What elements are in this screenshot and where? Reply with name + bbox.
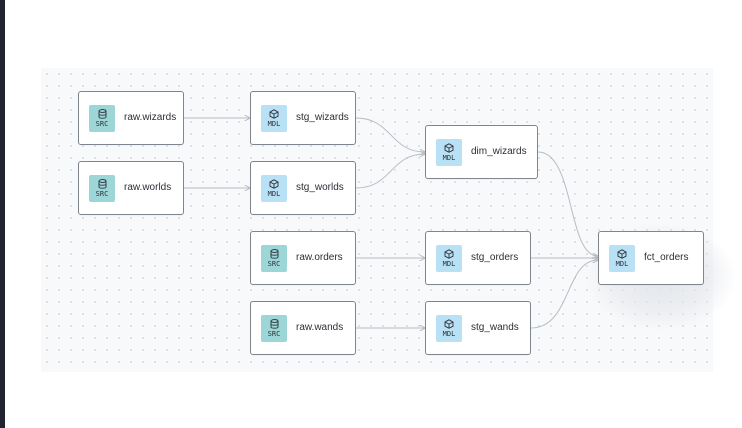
database-icon	[98, 178, 106, 189]
model-badge: MDL	[436, 314, 462, 342]
node-label: stg_wizards	[296, 112, 349, 123]
node-stg-orders[interactable]: MDL stg_orders	[425, 231, 531, 285]
badge-kind: MDL	[442, 259, 456, 268]
badge-kind: MDL	[267, 119, 281, 128]
model-badge: MDL	[436, 138, 462, 166]
node-label: stg_orders	[471, 252, 519, 263]
database-icon	[270, 248, 278, 259]
cube-icon	[617, 248, 627, 259]
left-sidebar-rail	[0, 0, 5, 428]
source-badge: SRC	[89, 104, 115, 132]
node-stg-worlds[interactable]: MDL stg_worlds	[250, 161, 356, 215]
badge-kind: MDL	[267, 189, 281, 198]
badge-kind: SRC	[267, 259, 281, 268]
source-badge: SRC	[261, 314, 287, 342]
node-raw-wands[interactable]: SRC raw.wands	[250, 301, 356, 355]
badge-kind: SRC	[95, 189, 109, 198]
database-icon	[98, 108, 106, 119]
node-fct-orders[interactable]: MDL fct_orders	[598, 231, 704, 285]
node-dim-wizards[interactable]: MDL dim_wizards	[425, 125, 538, 179]
node-label: raw.wizards	[124, 112, 177, 123]
cube-icon	[269, 108, 279, 119]
cube-icon	[444, 142, 454, 153]
badge-kind: SRC	[95, 119, 109, 128]
source-badge: SRC	[261, 244, 287, 272]
node-label: dim_wizards	[471, 146, 527, 157]
node-label: raw.orders	[296, 252, 343, 263]
badge-kind: MDL	[442, 153, 456, 162]
cube-icon	[444, 248, 454, 259]
cube-icon	[444, 318, 454, 329]
badge-kind: MDL	[615, 259, 629, 268]
database-icon	[270, 318, 278, 329]
node-raw-wizards[interactable]: SRC raw.wizards	[78, 91, 184, 145]
node-stg-wands[interactable]: MDL stg_wands	[425, 301, 531, 355]
node-label: stg_worlds	[296, 182, 344, 193]
model-badge: MDL	[261, 174, 287, 202]
model-badge: MDL	[261, 104, 287, 132]
node-label: raw.wands	[296, 322, 344, 333]
model-badge: MDL	[436, 244, 462, 272]
node-label: stg_wands	[471, 322, 519, 333]
badge-kind: MDL	[442, 329, 456, 338]
node-label: raw.worlds	[124, 182, 172, 193]
model-badge: MDL	[609, 244, 635, 272]
source-badge: SRC	[89, 174, 115, 202]
node-raw-worlds[interactable]: SRC raw.worlds	[78, 161, 184, 215]
node-stg-wizards[interactable]: MDL stg_wizards	[250, 91, 356, 145]
badge-kind: SRC	[267, 329, 281, 338]
node-label: fct_orders	[644, 252, 689, 263]
node-raw-orders[interactable]: SRC raw.orders	[250, 231, 356, 285]
cube-icon	[269, 178, 279, 189]
